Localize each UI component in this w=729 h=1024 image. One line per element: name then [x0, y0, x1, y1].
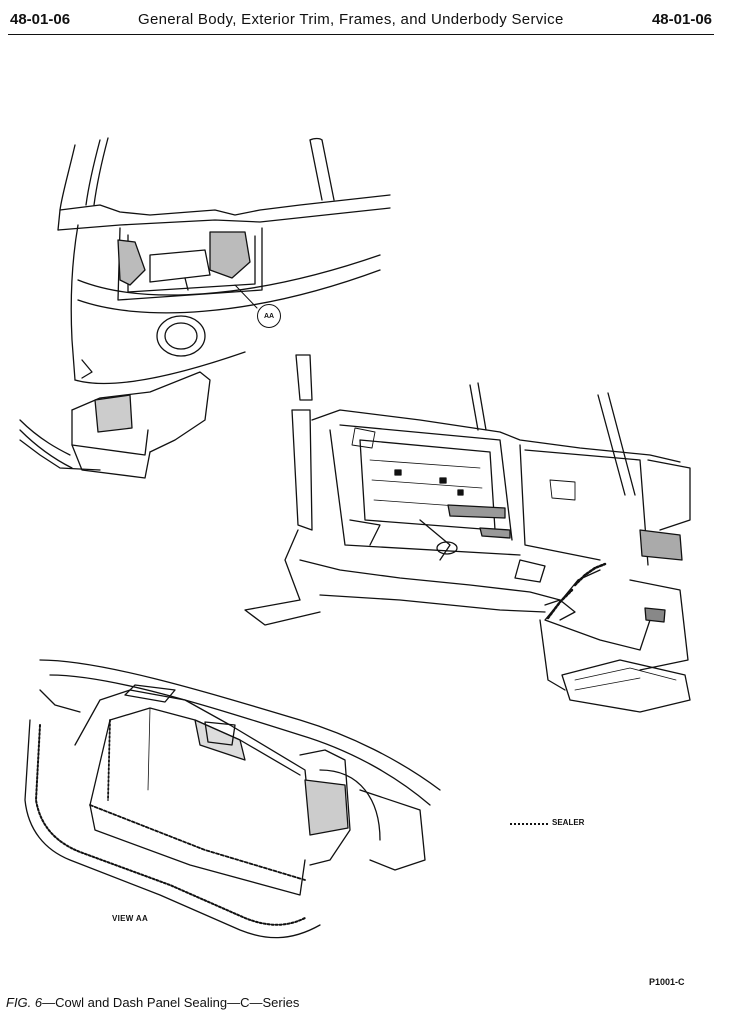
- view-aa-detail: [24, 659, 441, 939]
- cowl-dash-illustration: [19, 137, 691, 939]
- page-number-right: 48-01-06: [651, 11, 712, 28]
- figure-code: P1001-C: [649, 977, 685, 987]
- view-aa-label: VIEW AA: [112, 914, 149, 923]
- page-header: 48-01-06 General Body, Exterior Trim, Fr…: [8, 8, 714, 35]
- caption-text: —Cowl and Dash Panel Sealing—C—Series: [42, 995, 300, 1010]
- figure-number: FIG. 6: [6, 995, 43, 1010]
- dash-assembly-view: [244, 354, 691, 713]
- sealer-legend-label: SEALER: [552, 818, 585, 827]
- figure-caption: FIG. 6—Cowl and Dash Panel Sealing—C—Ser…: [6, 995, 299, 1010]
- callout-aa: AA: [257, 304, 281, 328]
- section-title: General Body, Exterior Trim, Frames, and…: [138, 11, 564, 28]
- page-number-left: 48-01-06: [10, 11, 71, 28]
- sealer-legend-line: [510, 823, 548, 825]
- cowl-side-view: [19, 137, 391, 479]
